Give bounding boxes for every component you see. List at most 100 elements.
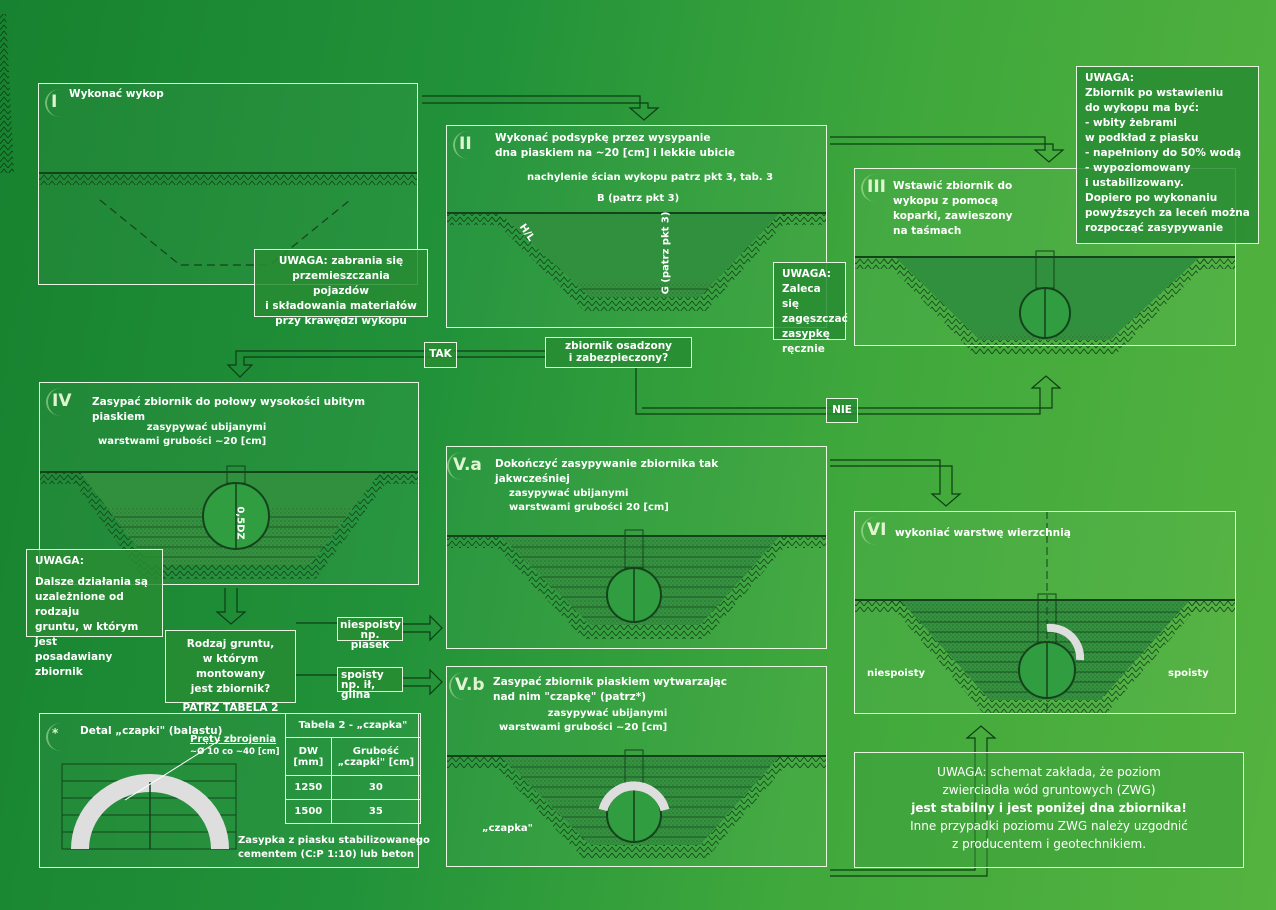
detail-title: Detal „czapki" (balastu) bbox=[80, 725, 223, 737]
question-line: w którym montowany bbox=[196, 653, 265, 680]
cap-shape bbox=[598, 781, 670, 812]
table-header: Grubość „czapki" [cm] bbox=[330, 736, 422, 777]
table-header: DW [mm] bbox=[285, 736, 332, 777]
tank-riser bbox=[624, 529, 644, 569]
title-line: Wstawić zbiornik do bbox=[893, 180, 1013, 192]
cap-detail-panel: * Detal „czapki" (balastu) Pręty zbrojen… bbox=[39, 713, 430, 868]
note-line: UWAGA: zabrania się bbox=[278, 255, 404, 267]
yes-label: TAK bbox=[424, 342, 457, 368]
half-diameter-label: 0,5DZ bbox=[234, 506, 246, 540]
note-line: UWAGA: bbox=[1085, 72, 1134, 84]
note-line: zasypkę bbox=[782, 328, 830, 340]
step-title: Wykonać podsypkę przez wysypanie dna pias… bbox=[495, 131, 735, 161]
note-line: Dopiero po wykonaniu bbox=[1085, 192, 1218, 204]
trench-wall-hatch bbox=[486, 536, 794, 639]
loose-soil-label: niespoisty bbox=[867, 668, 925, 679]
step-title: Zasypać zbiornik do połowy wysokości ubi… bbox=[92, 396, 366, 423]
slope-label: nachylenie ścian wykopu patrz pkt 3, tab… bbox=[527, 172, 774, 183]
note-line: przy krawędzi wykopu bbox=[275, 315, 407, 327]
arrow-to-5b bbox=[403, 668, 443, 696]
step-5b-panel: V.b Zasypać zbiornik piaskiem wytwarzają… bbox=[446, 666, 827, 867]
title-line: nad nim "czapkę" (patrz*) bbox=[493, 691, 647, 703]
title-line: Wykonać podsypkę przez wysypanie bbox=[495, 132, 711, 144]
soil-hatch bbox=[39, 173, 418, 185]
cap-shape bbox=[1046, 623, 1085, 661]
option-line: np. piasek bbox=[350, 629, 390, 651]
cap-label: „czapka" bbox=[482, 823, 533, 834]
title-line: dna piaskiem na ~20 [cm] i lekkie ubicie bbox=[495, 147, 736, 159]
label-line: zasypywać ubijanymi bbox=[509, 488, 629, 499]
label-line: zasypywać ubijanymi bbox=[146, 422, 267, 433]
planned-excavation-outline bbox=[99, 199, 351, 266]
tank-riser bbox=[226, 465, 246, 484]
warning-emphasis: jest stabilny i jest poniżej dna zbiorni… bbox=[911, 801, 1187, 815]
trench bbox=[446, 749, 827, 859]
arrow-5a-to-6 bbox=[830, 459, 962, 507]
label-line: warstwami grubości 20 [cm] bbox=[509, 502, 669, 513]
step-number: I bbox=[44, 89, 58, 117]
warning-line: UWAGA: schemat zakłada, że poziom bbox=[937, 765, 1161, 779]
note-line: - wbity żebrami bbox=[1085, 117, 1177, 129]
trench-wall-hatch bbox=[881, 257, 1214, 354]
note-line: UWAGA: bbox=[782, 268, 831, 280]
groundwater-warning: UWAGA: schemat zakłada, że poziom zwierci… bbox=[854, 752, 1244, 868]
layers-label: zasypywać ubijanymi warstwami grubości ~2… bbox=[98, 421, 266, 449]
note-line: i składowania materiałów bbox=[265, 300, 417, 312]
note-line: do wykopu ma być: bbox=[1085, 102, 1199, 114]
label-line: warstwami grubości ~20 [cm] bbox=[98, 436, 267, 447]
hl-label: H/L bbox=[516, 222, 537, 244]
step-6-panel: VI wykoniać warstwę wierzchnią niespoist… bbox=[854, 511, 1236, 714]
trench-drawings bbox=[0, 0, 1236, 859]
trench bbox=[446, 212, 827, 311]
trench bbox=[854, 250, 1236, 354]
label-line: Zasypka z piasku stabilizowanego bbox=[238, 835, 430, 846]
step-1-panel: I Wykonać wykop bbox=[38, 83, 418, 285]
label-line: Pręty zbrojenia bbox=[190, 734, 277, 745]
table-reference: PATRZ TABELA 2 bbox=[182, 702, 279, 714]
tank-riser bbox=[1035, 250, 1055, 289]
no-label: NIE bbox=[826, 398, 858, 423]
step-3-warning: UWAGA: Zbiornik po wstawieniu do wykopu ma… bbox=[1076, 66, 1259, 244]
rebar-label: Pręty zbrojenia~Ø 10 co ~40 [cm] bbox=[190, 734, 280, 758]
table-cell: 1250 bbox=[285, 775, 332, 801]
table-cell: 30 bbox=[330, 775, 422, 801]
cap-thickness-table: Tabela 2 - „czapka" DW [mm]Grubość „czap… bbox=[285, 713, 422, 824]
warning-line: Inne przypadki poziomu ZWG należy uzgodn… bbox=[910, 819, 1188, 833]
note-line: - napełniony do 50% wodą bbox=[1085, 147, 1242, 159]
tank-riser bbox=[1037, 593, 1057, 643]
title-line: Dokończyć zasypywanie zbiornika tak bbox=[495, 458, 719, 470]
note-line: Zbiornik po wstawieniu bbox=[1085, 87, 1224, 99]
step-title: wykoniać warstwę wierzchnią bbox=[895, 527, 1071, 539]
note-line: UWAGA: bbox=[35, 555, 84, 567]
label-line: zasypywać ubijanymi bbox=[547, 708, 668, 719]
arrow-tak-to-4 bbox=[226, 350, 545, 378]
warning-line: zwierciadła wód gruntowych (ZWG) bbox=[942, 783, 1156, 797]
trench bbox=[446, 529, 827, 639]
sand-backfill bbox=[573, 282, 715, 297]
note-line: posadawiany zbiornik bbox=[35, 651, 113, 678]
note-line: w podkład z piasku bbox=[1085, 132, 1199, 144]
option-line: niespoisty bbox=[340, 619, 401, 631]
trench bbox=[854, 593, 1236, 714]
step-number: III bbox=[861, 174, 886, 202]
step-number: * bbox=[45, 723, 59, 751]
trench-wall-hatch bbox=[0, 0, 14, 173]
grid-frame bbox=[61, 763, 237, 850]
note-line: powyższych za leceń można bbox=[1085, 207, 1250, 219]
note-line: i ustabilizowany. bbox=[1085, 177, 1184, 189]
title-line: koparki, zawieszony bbox=[893, 210, 1013, 222]
note-line: rozpocząć zasypywanie bbox=[1085, 222, 1224, 234]
